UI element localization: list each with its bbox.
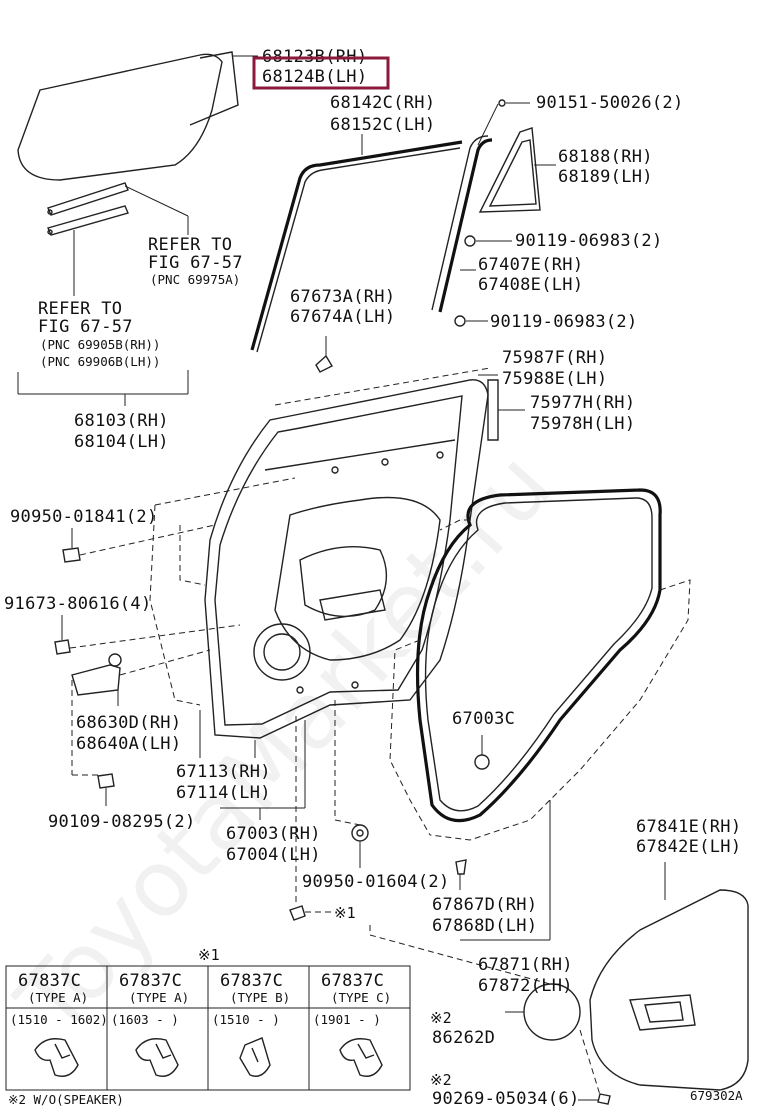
label-68142c: 68142C(RH) [330, 93, 435, 113]
screw-90151-drawing [498, 99, 530, 107]
label-75987f: 75987F(RH) [502, 348, 607, 368]
label-91673: 91673-80616(4) [4, 594, 152, 614]
type-table: ※1 67837C (TYPE A) (1510 - 1602) 67837C … [5, 946, 411, 1091]
label-67872: 67872(LH) [478, 976, 573, 996]
label-67867d: 67867D(RH) [432, 895, 537, 915]
label-90950-a: 90950-01841(2) [10, 507, 158, 527]
label-90151: 90151-50026(2) [536, 93, 684, 113]
label-68152c: 68152C(LH) [330, 115, 435, 135]
type-col-4: 67837C (TYPE C) (1901 - ) [313, 971, 391, 1077]
highlight-box [252, 56, 390, 90]
label-90950-b: 90950-01604(2) [302, 872, 450, 892]
label-90119-a: 90119-06983(2) [515, 231, 663, 251]
svg-text:(TYPE B): (TYPE B) [230, 990, 290, 1005]
label-68124b: 68124B(LH) [262, 67, 367, 87]
note-mark-90269: ※2 [430, 1071, 452, 1089]
door-panel-drawing [149, 379, 489, 739]
label-67004: 67004(LH) [226, 845, 321, 865]
label-86262d: 86262D [432, 1028, 495, 1048]
label-90109: 90109-08295(2) [48, 812, 196, 832]
type-table-mark: ※1 [198, 946, 220, 964]
note-mark-clip: ※1 [334, 904, 356, 922]
svg-text:FIG 67-57: FIG 67-57 [38, 317, 133, 337]
label-67113: 67113(RH) [176, 762, 271, 782]
quarter-window-drawing [478, 127, 556, 213]
label-68189: 68189(LH) [558, 167, 653, 187]
label-68103: 68103(RH) [74, 411, 169, 431]
svg-text:67837C: 67837C [18, 971, 81, 991]
label-67841e: 67841E(RH) [636, 817, 741, 837]
type-col-1: 67837C (TYPE A) (1510 - 1602) [10, 971, 108, 1077]
label-68188: 68188(RH) [558, 147, 653, 167]
type-col-2: 67837C (TYPE A) (1603 - ) [111, 971, 189, 1077]
svg-text:REFER TO: REFER TO [148, 235, 232, 255]
label-75978h: 75978H(LH) [530, 414, 635, 434]
svg-text:(PNC 69906B(LH)): (PNC 69906B(LH)) [40, 354, 160, 369]
clip-note1-drawing [289, 716, 332, 921]
label-67003c: 67003C [452, 709, 515, 729]
svg-text:67837C: 67837C [220, 971, 283, 991]
svg-text:REFER TO: REFER TO [38, 299, 122, 319]
svg-text:(PNC 69975A): (PNC 69975A) [150, 272, 240, 287]
type-col-3: 67837C (TYPE B) (1510 - ) [212, 971, 290, 1077]
svg-text:(1510 - 1602): (1510 - 1602) [10, 1012, 108, 1027]
refer-note-b: REFER TO FIG 67-57 (PNC 69905B(RH)) (PNC… [38, 299, 160, 369]
svg-text:(TYPE C): (TYPE C) [331, 990, 391, 1005]
label-67673a: 67673A(RH) [290, 287, 395, 307]
label-75988e: 75988E(LH) [502, 369, 607, 389]
label-90119-b: 90119-06983(2) [490, 312, 638, 332]
label-67408e: 67408E(LH) [478, 275, 583, 295]
clip-67003c-drawing [474, 735, 490, 770]
label-67407e: 67407E(RH) [478, 255, 583, 275]
label-67871: 67871(RH) [478, 955, 573, 975]
refer-note-a: REFER TO FIG 67-57 (PNC 69975A) [148, 235, 243, 287]
weatherstrip-drawing [250, 134, 463, 353]
label-67674a: 67674A(LH) [290, 307, 395, 327]
svg-text:FIG 67-57: FIG 67-57 [148, 253, 243, 273]
trim-panel-drawing [589, 862, 749, 1091]
label-68104: 68104(LH) [74, 432, 169, 452]
label-68630d: 68630D(RH) [76, 713, 181, 733]
door-weatherstrip-drawing [389, 488, 691, 941]
svg-text:(1603 - ): (1603 - ) [111, 1012, 179, 1027]
svg-text:(PNC 69905B(RH)): (PNC 69905B(RH)) [40, 337, 160, 352]
label-67114: 67114(LH) [176, 783, 271, 803]
label-67868d: 67868D(LH) [432, 916, 537, 936]
label-90269: 90269-05034(6) [432, 1089, 580, 1109]
svg-text:(TYPE A): (TYPE A) [129, 990, 189, 1005]
clip-67673a-drawing [315, 336, 333, 373]
label-68640a: 68640A(LH) [76, 734, 181, 754]
division-bar-drawing [431, 103, 499, 313]
glass-channel-drawing [17, 182, 189, 406]
note-mark-86262d: ※2 [430, 1009, 452, 1027]
door-glass-drawing [17, 51, 258, 181]
svg-text:67837C: 67837C [321, 971, 384, 991]
svg-text:(1901 - ): (1901 - ) [313, 1012, 381, 1027]
note-wo-speaker: ※2 W/O(SPEAKER) [8, 1092, 124, 1107]
moulding-drawing [274, 367, 525, 441]
clip-67867d-drawing [455, 859, 467, 890]
part-labels: 68123B(RH) 68124B(LH) 68142C(RH) 68152C(… [4, 47, 743, 1109]
svg-text:67837C: 67837C [119, 971, 182, 991]
center-leaders [199, 700, 361, 826]
speaker-cover-drawing [369, 925, 601, 1096]
svg-text:(1510 - ): (1510 - ) [212, 1012, 280, 1027]
svg-text:(TYPE A): (TYPE A) [28, 990, 88, 1005]
label-75977h: 75977H(RH) [530, 393, 635, 413]
left-hardware-drawing [54, 524, 241, 806]
screw-90269-drawing [578, 1093, 611, 1105]
bolt-90119-drawing [454, 235, 512, 327]
figure-code: 679302A [690, 1088, 743, 1103]
label-67003: 67003(RH) [226, 824, 321, 844]
grommet-90950-drawing [351, 824, 369, 868]
label-67842e: 67842E(LH) [636, 837, 741, 857]
